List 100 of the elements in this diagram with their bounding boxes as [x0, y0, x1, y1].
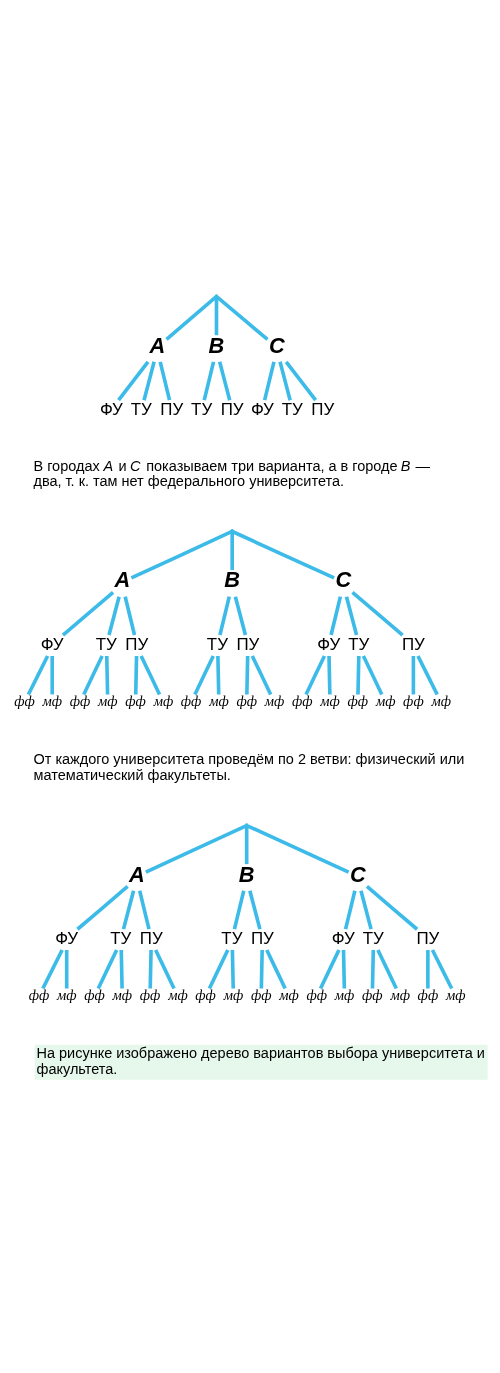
node-text: мф [279, 986, 299, 1003]
connector [148, 949, 153, 989]
node-text: ТУ [206, 634, 228, 654]
node-text: мф [57, 986, 77, 1003]
connector [158, 360, 172, 401]
connector [50, 655, 54, 694]
node-text: фф [403, 692, 424, 709]
connector [214, 296, 219, 335]
node-text: ТУ [110, 928, 132, 948]
node-text: мф [390, 986, 410, 1003]
connector [233, 595, 248, 635]
node-point [245, 822, 249, 826]
label: В городах A и C показываем три варианта, а в городе B — два, т. к. там нет федерального университета. [33, 457, 431, 489]
connector [107, 595, 121, 635]
node-point [215, 293, 218, 297]
connector [26, 654, 50, 695]
connector [265, 948, 287, 989]
connector [365, 884, 419, 931]
connector [370, 949, 376, 989]
connector [82, 654, 104, 695]
connector [278, 360, 292, 401]
connector [327, 655, 332, 694]
node-text: ПУ [311, 399, 335, 419]
connector [217, 360, 232, 401]
connector [284, 360, 318, 401]
node-text: B [238, 861, 255, 887]
node-text: фф [84, 986, 105, 1003]
connector [137, 889, 151, 930]
node-text: фф [125, 692, 146, 709]
node-text: ПУ [401, 634, 425, 654]
connector [318, 948, 341, 989]
node-text: фф [362, 986, 383, 1003]
node-text: A [128, 861, 145, 887]
node-text: ФУ [317, 634, 341, 654]
node-text: ПУ [250, 928, 274, 948]
connector [376, 948, 398, 989]
node-text: A [149, 332, 166, 358]
node-text: мф [431, 692, 452, 709]
node-text: мф [320, 692, 340, 709]
node-text: ПУ [125, 634, 149, 654]
node-text: мф [223, 986, 244, 1003]
node-text: фф [69, 692, 91, 709]
connector [304, 654, 327, 695]
node-text: C [269, 332, 285, 358]
node-text: ФУ [250, 399, 274, 419]
connector [230, 949, 236, 989]
connector [96, 948, 119, 989]
connector [64, 949, 69, 988]
node-text: ФУ [55, 928, 79, 948]
connector [119, 949, 124, 989]
connector [245, 655, 250, 694]
node-text: ПУ [416, 928, 440, 948]
connector [202, 360, 216, 401]
node-text: ТУ [191, 399, 213, 419]
node-text: мф [168, 986, 188, 1003]
node-text: B [208, 332, 225, 358]
node-text: ТУ [221, 928, 243, 948]
connector [359, 889, 373, 930]
node-text: мф [264, 692, 285, 709]
node-text: мф [112, 986, 133, 1003]
connector [341, 949, 347, 989]
connector [104, 655, 110, 694]
connector [411, 655, 416, 694]
node-text: фф [291, 692, 313, 709]
connector [193, 654, 215, 695]
node-text: ТУ [281, 399, 303, 419]
connector [250, 654, 273, 695]
node-text: ТУ [130, 399, 152, 419]
connector [61, 590, 115, 637]
connector [207, 948, 230, 989]
connector [262, 360, 276, 401]
node-text: A [114, 566, 131, 592]
label: На рисунке изображено дерево вариантов выбора университета и факультета. [36, 1044, 485, 1077]
node-text: C [335, 566, 352, 592]
node-text: фф [417, 986, 439, 1003]
node-text: ФУ [331, 928, 355, 948]
connector [121, 889, 136, 930]
connector [248, 889, 262, 930]
node-text: мф [98, 692, 118, 709]
node-text: фф [347, 692, 369, 709]
connector [361, 654, 384, 695]
node-text: B [224, 566, 241, 592]
connector [218, 595, 231, 635]
connector [351, 590, 404, 637]
node-text: ПУ [139, 928, 163, 948]
node-text: фф [139, 986, 161, 1003]
connector [356, 655, 361, 694]
connector [142, 360, 156, 401]
connector [41, 948, 64, 989]
connector [133, 655, 139, 694]
node-text: фф [250, 986, 272, 1003]
connector [165, 294, 218, 341]
node-text: мф [375, 692, 396, 709]
connector [215, 294, 269, 341]
connector [232, 889, 246, 930]
node-text: мф [42, 692, 63, 709]
connector [426, 949, 430, 988]
node-text: ПУ [236, 634, 260, 654]
node-text: мф [153, 692, 174, 709]
connector [230, 531, 234, 570]
